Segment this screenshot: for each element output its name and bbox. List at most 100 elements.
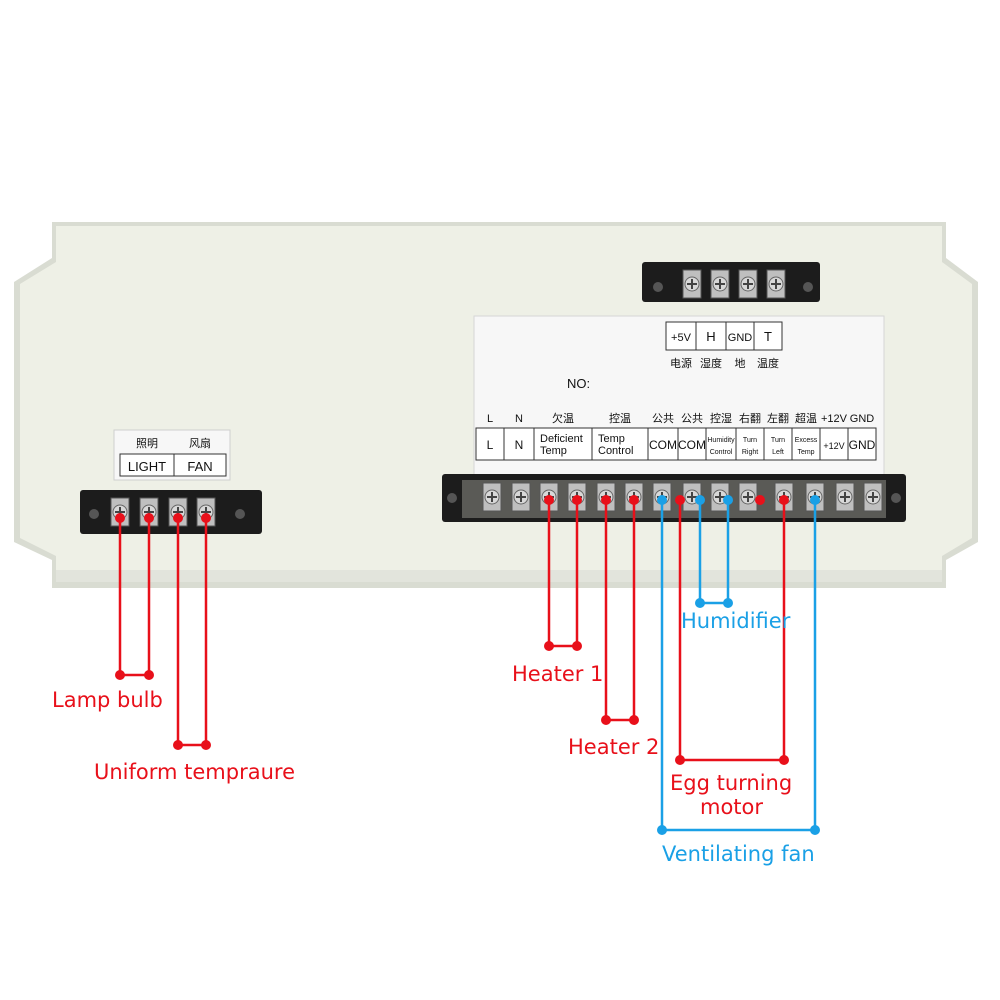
function-cn-label: 公共: [681, 412, 703, 425]
egg-turning-motor-label: motor: [700, 795, 764, 819]
function-line-1: COM: [649, 438, 677, 452]
fan-cn-label: 风扇: [189, 436, 211, 450]
lamp-dot: [144, 670, 154, 680]
main-screw-terminal: [710, 482, 730, 512]
uniform-temp-wire: [176, 518, 208, 747]
fan-cell: [173, 453, 227, 477]
function-cell: [677, 427, 707, 461]
sensor-screw-terminal: [682, 269, 702, 299]
main-screw-terminal: [482, 482, 502, 512]
function-line-1: N: [515, 438, 524, 452]
lamp-bulb-label: Lamp bulb: [52, 688, 163, 712]
terminal-dot: [675, 495, 685, 505]
function-cell: [705, 427, 737, 461]
sensor-cn-label: 湿度: [700, 356, 722, 370]
terminal-dot: [201, 513, 211, 523]
function-cell: [763, 427, 793, 461]
sensor-cell-label: +5V: [671, 332, 692, 344]
sensor-cell-label: GND: [728, 332, 753, 344]
function-cn-label: +12V: [821, 413, 848, 425]
function-line-1: Humidity: [707, 437, 735, 444]
light-fan-terminal-block: [80, 490, 262, 534]
heater-2-wire: [604, 500, 636, 722]
terminal-dot: [601, 495, 611, 505]
function-line-1: Excess: [795, 437, 818, 444]
main-screw-terminal: [511, 482, 531, 512]
terminal-dot: [810, 495, 820, 505]
sensor-cell: [725, 321, 755, 351]
fan-dot: [810, 825, 820, 835]
terminal-dot: [144, 513, 154, 523]
function-line-1: Turn: [743, 437, 757, 444]
function-line-2: Temp: [540, 445, 567, 457]
function-cn-label: L: [487, 413, 493, 425]
main-screw-terminal: [835, 482, 855, 512]
lamp-dot: [115, 670, 125, 680]
heater-2-dot: [629, 715, 639, 725]
ventilating-fan-label: Ventilating fan: [662, 842, 815, 866]
function-line-2: Control: [710, 449, 733, 456]
sensor-cell-label: T: [764, 329, 772, 344]
function-cell: [503, 427, 535, 461]
heater-1-wire: [547, 500, 579, 648]
uniform-dot: [201, 740, 211, 750]
function-line-1: +12V: [823, 441, 844, 451]
main-screw-terminal: [738, 482, 758, 512]
main-screw-terminal: [863, 482, 883, 512]
humidifier-dot: [723, 598, 733, 608]
terminal-dot: [779, 495, 789, 505]
sensor-cn-label: 地: [735, 357, 746, 370]
sensor-screw-terminal: [710, 269, 730, 299]
terminal-dot: [755, 495, 765, 505]
egg-turning-wire: [678, 500, 786, 762]
terminal-dot: [695, 495, 705, 505]
terminal-function-table: LLNN欠温DeficientTemp控温TempControl公共COM公共C…: [475, 411, 877, 461]
function-cell: [847, 427, 877, 461]
heater-1-dot: [544, 641, 554, 651]
humidifier-wire: [698, 500, 730, 605]
function-cn-label: 控湿: [710, 411, 732, 425]
function-cn-label: 左翻: [767, 411, 789, 425]
function-line-2: Temp: [797, 449, 814, 456]
egg-dot: [779, 755, 789, 765]
heater-1-dot: [572, 641, 582, 651]
function-line-2: Control: [598, 445, 633, 457]
terminal-dot: [657, 495, 667, 505]
function-line-1: Deficient: [540, 433, 583, 445]
terminal-dot: [723, 495, 733, 505]
function-cell: [475, 427, 505, 461]
heater-2-label: Heater 2: [568, 735, 660, 759]
function-line-1: COM: [678, 438, 706, 452]
terminal-dot: [572, 495, 582, 505]
wires: [115, 495, 820, 835]
function-cn-label: 公共: [652, 412, 674, 425]
uniform-dot: [173, 740, 183, 750]
main-terminal-block: [442, 474, 906, 522]
function-cell: [591, 427, 649, 461]
fan-en-label: FAN: [187, 459, 212, 474]
sensor-screw-terminal: [766, 269, 786, 299]
function-cn-label: N: [515, 413, 523, 425]
function-line-2: Right: [742, 449, 758, 456]
sensor-screw-terminal: [738, 269, 758, 299]
function-line-1: L: [487, 438, 494, 452]
sensor-terminal-block: [642, 262, 820, 302]
sensor-cn-label: 温度: [757, 356, 779, 370]
heater-1-label: Heater 1: [512, 662, 604, 686]
sensor-cell: [753, 321, 783, 351]
egg-turning-label: Egg turning: [670, 771, 793, 795]
function-cn-label: GND: [850, 413, 875, 425]
heater-2-dot: [601, 715, 611, 725]
terminal-dot: [629, 495, 639, 505]
no-label: NO:: [567, 376, 590, 391]
function-line-1: Turn: [771, 437, 785, 444]
ventilating-fan-wire: [660, 500, 817, 832]
egg-dot: [675, 755, 685, 765]
light-cn-label: 照明: [136, 437, 158, 450]
function-cn-label: 欠温: [552, 411, 574, 425]
humidifier-dot: [695, 598, 705, 608]
terminal-dot: [115, 513, 125, 523]
sensor-cn-label: 电源: [670, 356, 692, 370]
terminal-dot: [173, 513, 183, 523]
